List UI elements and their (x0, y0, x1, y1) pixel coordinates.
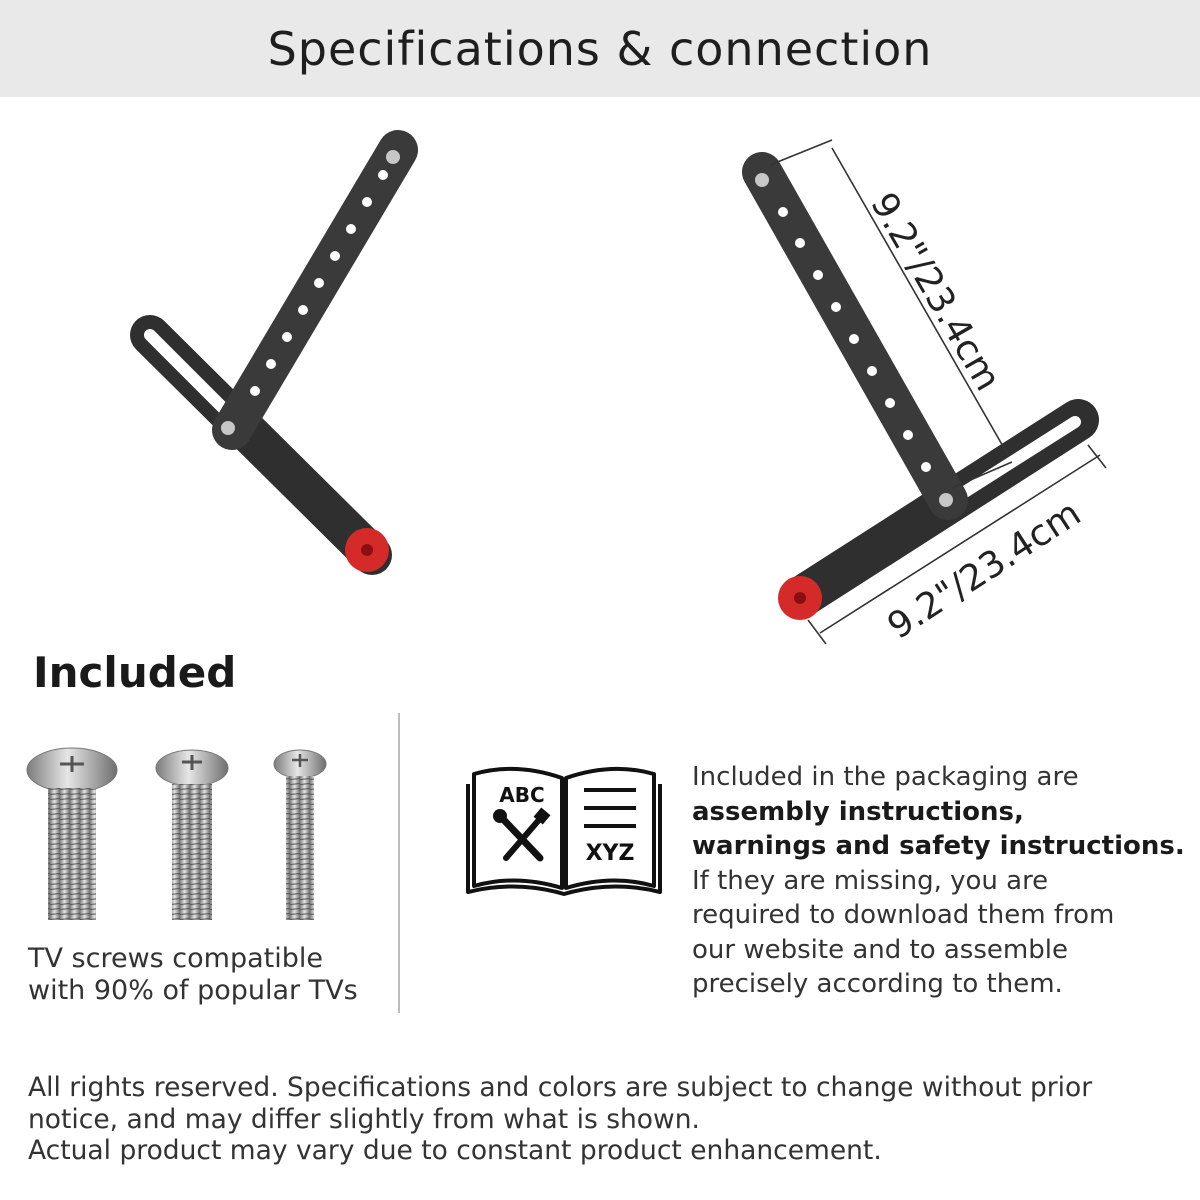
page-title: Specifications & connection (267, 21, 933, 76)
info-bold-line: assembly instructions, (692, 796, 1024, 827)
footer-disclaimer: All rights reserved. Specifications and … (28, 1072, 1178, 1167)
info-line: If they are missing, you are (692, 865, 1049, 896)
info-bold-line: warnings and safety instructions. (692, 831, 1185, 861)
disclaimer-line: All rights reserved. Specifications and … (28, 1072, 1093, 1103)
screw-icon (26, 747, 118, 920)
dimension-lines (769, 139, 1107, 645)
disclaimer-line: notice, and may differ slightly from wha… (28, 1103, 700, 1135)
packaging-info: Included in the packaging are assembly i… (692, 760, 1185, 1002)
header-banner: Specifications & connection (0, 0, 1200, 97)
manual-book-icon: ABC XYZ (466, 766, 662, 896)
screws-caption-line2: with 90% of popular TVs (28, 975, 358, 1006)
bracket-left-image (130, 130, 418, 575)
screws-caption-line1: TV screws compatible (28, 943, 323, 974)
info-line: precisely according to them. (692, 969, 1063, 999)
bracket-illustration: 9.2"/23.4cm 9.2"/23.4cm (130, 130, 1107, 648)
bracket-right-image (742, 152, 1099, 620)
info-line: our website and to assemble (692, 934, 1068, 965)
info-line: required to download them from (692, 900, 1115, 930)
divider (398, 713, 400, 1013)
screwdriver-icon (503, 807, 551, 861)
screws-caption: TV screws compatible with 90% of popular… (28, 943, 358, 1007)
screw-icon (155, 749, 229, 920)
info-line: Included in the packaging are (692, 762, 1079, 792)
manual-right-label: XYZ (586, 841, 635, 866)
manual-left-label: ABC (499, 783, 544, 807)
disclaimer-line: Actual product may vary due to constant … (28, 1135, 882, 1166)
screws-illustration (26, 747, 327, 920)
screw-icon (273, 749, 327, 920)
included-heading: Included (33, 648, 237, 697)
